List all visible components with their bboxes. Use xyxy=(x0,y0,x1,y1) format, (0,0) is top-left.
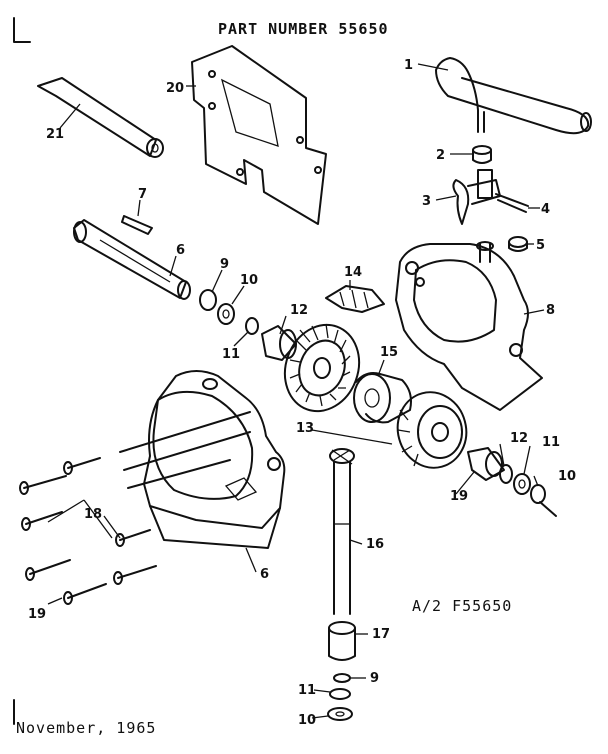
callout-7: 7 xyxy=(138,187,147,202)
callout-11-right: 12 xyxy=(510,431,528,446)
callout-20: 20 xyxy=(166,81,184,96)
callout-9-bottom: 10 xyxy=(298,713,316,728)
callout-11: 11 xyxy=(222,347,240,362)
callout-6-shaft: 6 xyxy=(176,243,185,258)
part-4-pin xyxy=(495,193,529,213)
callout-12-right: 19 xyxy=(450,489,468,504)
callout-18: 18 xyxy=(84,507,102,522)
publication-date: November, 1965 xyxy=(16,719,157,737)
part-13-bevel-gear xyxy=(283,323,361,413)
callout-10-bottom: 11 xyxy=(298,683,316,698)
part-1-handle-rod xyxy=(435,57,592,135)
callout-15: 15 xyxy=(380,345,398,360)
part-13-bevel-gear-right xyxy=(396,391,468,469)
callout-6-case: 6 xyxy=(260,567,269,582)
part-6-gear-case xyxy=(119,370,286,549)
part-5-cap xyxy=(508,236,528,252)
part-12-bushing-right xyxy=(467,447,505,481)
callout-14: 14 xyxy=(344,265,362,280)
part-21-pin xyxy=(37,77,164,158)
callout-11-bottom: 9 xyxy=(370,671,379,686)
part-2-collar xyxy=(472,145,492,164)
callout-9-right: 10 xyxy=(558,469,576,484)
callout-2: 2 xyxy=(436,148,445,163)
part-16-vertical-shaft xyxy=(329,448,355,615)
callout-4: 4 xyxy=(541,202,550,217)
callout-17: 17 xyxy=(372,627,390,642)
part-8-housing xyxy=(395,241,543,411)
callout-21: 21 xyxy=(46,127,64,142)
callout-10: 10 xyxy=(240,273,258,288)
callout-3: 3 xyxy=(422,194,431,209)
part-7-key xyxy=(121,215,153,235)
figure-code: A/2 F55650 xyxy=(412,597,513,615)
part-17-bushing xyxy=(328,621,356,661)
callout-labels: 1 2 3 4 5 8 7 6 9 10 11 12 13 14 15 16 1… xyxy=(28,58,576,728)
callout-5: 5 xyxy=(536,238,545,253)
part-6-shaft xyxy=(73,219,191,300)
callout-9: 9 xyxy=(220,257,229,272)
callout-19: 19 xyxy=(28,607,46,622)
callout-10-right: 11 xyxy=(542,435,560,450)
callout-16: 16 xyxy=(366,537,384,552)
callout-leaders xyxy=(47,63,545,719)
part-15-clutch xyxy=(353,372,412,424)
callout-1: 1 xyxy=(404,58,413,73)
part-14-clip xyxy=(325,285,385,313)
washer-group-right xyxy=(499,464,557,517)
callout-13: 13 xyxy=(296,421,314,436)
corner-mark-top-left xyxy=(13,17,31,43)
screws-left-group xyxy=(19,457,157,605)
part-12-bushing xyxy=(261,325,297,361)
part-20-bracket-plate xyxy=(191,45,327,225)
part-number-title: PART NUMBER 55650 xyxy=(218,20,389,38)
callout-8: 8 xyxy=(546,303,555,318)
washer-group-left xyxy=(199,289,259,335)
washer-group-bottom xyxy=(327,673,353,721)
part-3-shift-fork xyxy=(452,169,501,225)
callout-12: 12 xyxy=(290,303,308,318)
